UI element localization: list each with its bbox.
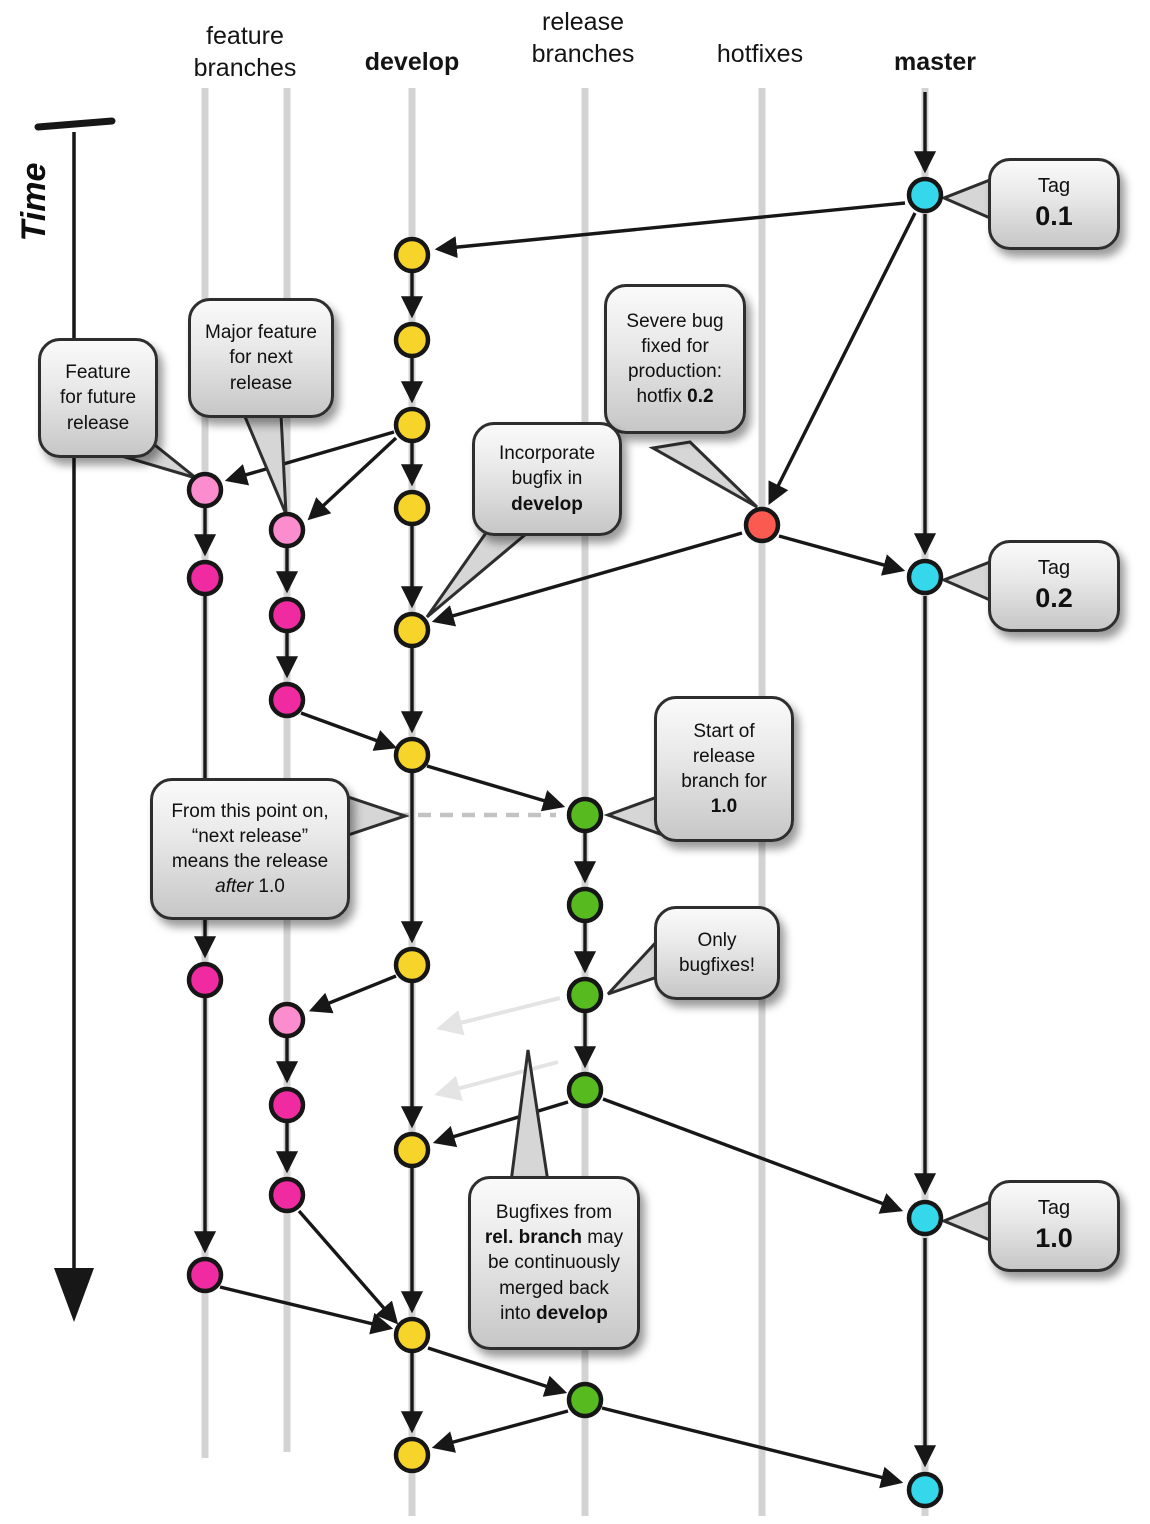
commit-edge-37 <box>432 1100 569 1148</box>
commit-node-release-18 <box>566 1071 604 1109</box>
commit-node-feature-25 <box>268 596 306 634</box>
callout-feature-for-future-release: Feature for future release <box>38 338 158 458</box>
callout-tag-0-2: Tag 0.2 <box>988 540 1120 632</box>
callout-tail-tag02 <box>940 559 992 603</box>
callout-tail-start-release <box>603 793 662 837</box>
commit-node-feature-22 <box>186 961 224 999</box>
commit-edge-6 <box>778 534 906 576</box>
callout-incorporate-bugfix: Incorporate bugfix in develop <box>472 422 622 536</box>
callout-tag-number: 0.1 <box>1035 201 1073 232</box>
commit-edge-28 <box>300 711 398 751</box>
callout-text: Major feature for next release <box>205 322 317 394</box>
commit-node-master-1 <box>906 558 944 596</box>
callout-severe-bug-hotfix: Severe bug fixed for production: hotfix … <box>604 284 746 434</box>
time-axis-arrowhead <box>54 1268 94 1322</box>
commit-node-develop-14 <box>393 1436 431 1474</box>
time-axis-top-tick <box>34 117 116 131</box>
commit-node-develop-9 <box>393 611 431 649</box>
commit-node-feature-28 <box>268 1086 306 1124</box>
commit-edge-38 <box>436 996 561 1036</box>
commit-node-develop-11 <box>393 946 431 984</box>
callout-tag-0-1: Tag 0.1 <box>988 158 1120 250</box>
commit-node-master-2 <box>906 1199 944 1237</box>
commit-edge-7 <box>602 1097 904 1214</box>
commit-node-release-16 <box>566 886 604 924</box>
commit-node-develop-13 <box>393 1316 431 1354</box>
commit-node-feature-26 <box>268 681 306 719</box>
callout-tag-1-0: Tag 1.0 <box>988 1180 1120 1272</box>
commit-edge-5 <box>768 212 917 505</box>
callout-bugfixes-merged-back: Bugfixes from rel. branch may be continu… <box>468 1176 640 1350</box>
column-header-hotfixes: hotfixes <box>716 40 804 68</box>
commit-node-feature_new-20 <box>186 471 224 509</box>
commit-edge-20 <box>307 436 398 521</box>
commit-node-release-17 <box>566 976 604 1014</box>
commit-node-develop-6 <box>393 321 431 359</box>
column-header-release-branches: release branches <box>531 8 635 68</box>
column-header-develop: develop <box>364 48 460 76</box>
callout-tail-severe-bug <box>648 440 759 509</box>
callout-text: Bugfixes from rel. branch may be continu… <box>484 1202 624 1324</box>
callout-tail-from-this-point <box>346 794 410 838</box>
commit-edge-8 <box>601 1406 904 1489</box>
commit-node-develop-7 <box>393 406 431 444</box>
commit-node-master-3 <box>906 1471 944 1509</box>
callout-tail-tag01 <box>940 177 992 221</box>
callout-tail-incorporate <box>425 528 530 619</box>
callout-tail-only-bugfixes <box>606 934 662 996</box>
commit-edge-31 <box>297 1209 399 1325</box>
callout-text: Incorporate bugfix in develop <box>498 443 596 515</box>
callout-tail-major-feature <box>240 410 288 515</box>
commit-node-feature-29 <box>268 1176 306 1214</box>
commit-edge-21 <box>308 974 397 1014</box>
commit-edge-32 <box>426 764 566 812</box>
callout-start-release-branch: Start of release branch for 1.0 <box>654 696 794 842</box>
callout-tag-number: 0.2 <box>1035 583 1073 614</box>
callout-text: From this point on, “next release” means… <box>171 800 329 898</box>
callout-next-release-meaning: From this point on, “next release” means… <box>150 778 350 920</box>
commit-edge-41 <box>431 1409 569 1453</box>
callout-tag-word: Tag <box>1037 556 1071 579</box>
callout-text: Severe bug fixed for production: hotfix … <box>626 310 724 408</box>
callout-text: Feature for future release <box>59 362 137 434</box>
commit-node-develop-5 <box>393 236 431 274</box>
callout-text: Only bugfixes! <box>678 929 756 976</box>
commit-node-develop-12 <box>393 1131 431 1169</box>
commit-node-feature-23 <box>186 1256 224 1294</box>
commit-node-feature_new-27 <box>268 1001 306 1039</box>
commit-node-hotfix-4 <box>743 506 781 544</box>
commit-edge-40 <box>427 1346 568 1397</box>
callout-text: Start of release branch for 1.0 <box>681 720 767 818</box>
commit-edge-19 <box>224 430 395 486</box>
commit-edge-39 <box>434 1060 559 1101</box>
callout-major-feature-next-release: Major feature for next release <box>188 298 334 418</box>
commit-edge-9 <box>431 531 743 627</box>
commit-node-master-0 <box>906 176 944 214</box>
callout-tail-tag10 <box>940 1199 992 1243</box>
callout-tag-number: 1.0 <box>1035 1223 1073 1254</box>
commit-edge-4 <box>434 201 906 259</box>
commit-node-release-15 <box>566 796 604 834</box>
column-header-master: master <box>894 48 976 76</box>
branch-lane-feature-2 <box>283 88 291 1452</box>
commit-node-feature_new-24 <box>268 511 306 549</box>
commit-node-feature-21 <box>186 559 224 597</box>
callout-tag-word: Tag <box>1037 174 1071 197</box>
callout-only-bugfixes: Only bugfixes! <box>654 906 780 1000</box>
commit-node-develop-10 <box>393 736 431 774</box>
commit-edge-25 <box>219 1285 394 1335</box>
callout-tag-word: Tag <box>1037 1196 1071 1219</box>
column-header-feature-branches: feature branches <box>193 22 297 82</box>
time-axis-label: Time <box>15 162 53 242</box>
commit-node-develop-8 <box>393 489 431 527</box>
commit-node-release-19 <box>566 1381 604 1419</box>
